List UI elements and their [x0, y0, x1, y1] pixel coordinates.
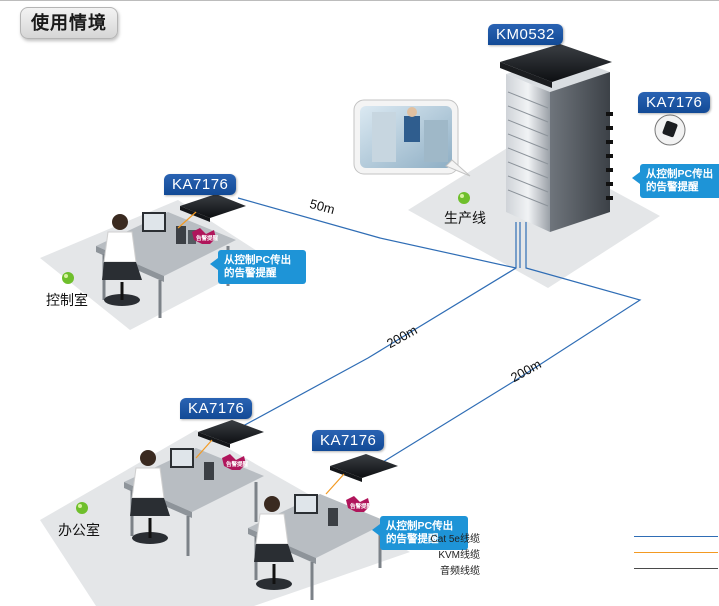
rack-alert-callout: 从控制PC传出 的告警提醒	[632, 164, 719, 198]
ka7176-office2-tag: KA7176	[312, 430, 385, 451]
server-rack	[500, 44, 613, 232]
legend-label-cat5e: Cat 5e线缆	[430, 534, 480, 545]
legend-line-kvm	[634, 552, 718, 553]
alert-badge-office2: 告警提醒	[350, 504, 373, 510]
office-callout-line2: 的告警提醒	[386, 533, 439, 545]
ka7176-rack-tag: KA7176	[638, 92, 711, 113]
rack-callout-line1: 从控制PC传出	[646, 168, 714, 180]
title-bar: 使用情境	[0, 0, 719, 45]
ka7176-office-box-2	[325, 454, 398, 495]
legend-label-audio: 音频线缆	[440, 566, 480, 577]
legend-label-kvm: KVM线缆	[438, 550, 480, 561]
alert-badge-control: 告警提醒	[196, 236, 219, 242]
location-markers	[62, 192, 470, 514]
control-callout-line2: 的告警提醒	[224, 267, 277, 279]
office-callout-line1: 从控制PC传出	[386, 520, 454, 532]
ka7176-office1-tag: KA7176	[180, 398, 253, 419]
km0532-tag: KM0532	[488, 24, 563, 45]
ka7176-control-box	[177, 194, 246, 229]
page-title: 使用情境	[20, 7, 118, 39]
rack-callout-line2: 的告警提醒	[646, 181, 699, 193]
cat5e-office1-cable	[231, 222, 517, 433]
control-room-workstation	[96, 212, 236, 318]
office-floor	[40, 430, 410, 606]
factory-photo	[353, 99, 471, 177]
alert-badge-office1: 告警提醒	[226, 462, 249, 468]
control-room-label: 控制室	[46, 292, 88, 308]
ka7176-control-tag: KA7176	[164, 174, 237, 195]
office-label: 办公室	[58, 522, 100, 538]
control-alert-callout: 从控制PC传出 的告警提醒	[210, 250, 306, 284]
adapter-icon	[662, 120, 678, 138]
control-callout-line1: 从控制PC传出	[224, 254, 292, 266]
cat5e-control-cable	[237, 197, 517, 269]
office-alert-callout: 从控制PC传出 的告警提醒	[372, 516, 468, 550]
legend-line-audio	[634, 568, 718, 569]
cat5e-cables	[231, 197, 642, 471]
alert-badge-shapes	[192, 228, 370, 512]
ka7176-office-box-1	[195, 420, 264, 459]
legend-line-cat5e	[634, 536, 718, 537]
production-line-label: 生产线	[444, 210, 486, 226]
cat5e-office2-cable	[369, 222, 642, 471]
